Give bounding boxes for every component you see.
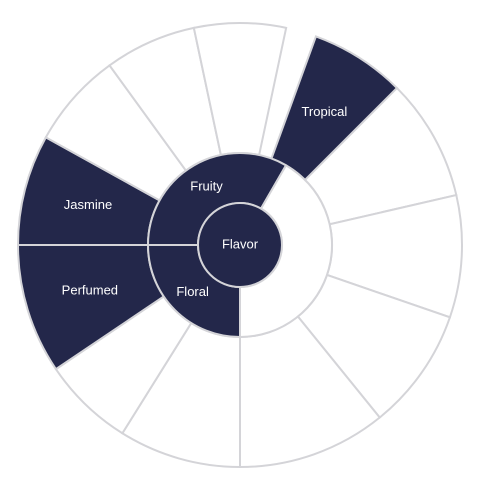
outer-label-tropical: Tropical (301, 104, 347, 119)
center-group: Flavor (197, 202, 283, 288)
outer-label-jasmine: Jasmine (64, 197, 112, 212)
inner-label-floral: Floral (176, 284, 209, 299)
outer-label-perfumed: Perfumed (62, 282, 118, 297)
center-label: Flavor (222, 236, 259, 251)
inner-label-fruity: Fruity (190, 178, 223, 193)
center-circle[interactable] (197, 202, 283, 288)
